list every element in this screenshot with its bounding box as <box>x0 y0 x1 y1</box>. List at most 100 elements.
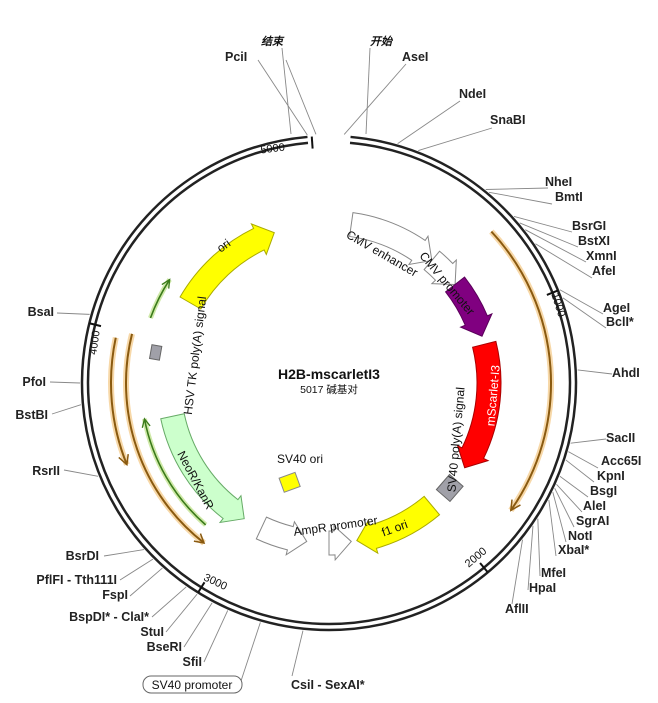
site-label[interactable]: PciI <box>225 50 247 64</box>
site-leader-29 <box>63 469 99 477</box>
site-label[interactable]: NdeI <box>459 87 486 101</box>
site-label[interactable]: BspDI* - ClaI* <box>69 610 149 624</box>
site-leader-23 <box>291 630 304 677</box>
site-label[interactable]: RsrII <box>32 464 60 478</box>
site-leader-32 <box>129 567 163 597</box>
site-leader-16 <box>556 483 583 513</box>
orf-left-outer <box>110 337 128 466</box>
site-leader-37 <box>239 622 261 685</box>
site-leader-7 <box>525 229 587 263</box>
site-leader-3 <box>485 187 549 190</box>
tick-label-5000: 5000 <box>260 142 286 157</box>
site-label[interactable]: XbaI* <box>558 543 589 557</box>
site-label[interactable]: NotI <box>568 529 592 543</box>
site-label[interactable]: AflII <box>505 602 529 616</box>
tick-4000 <box>89 322 102 328</box>
site-label[interactable]: Acc65I <box>601 454 641 468</box>
orf-right-head <box>509 499 521 512</box>
site-leader-9 <box>559 289 604 315</box>
neor-arrow <box>160 413 245 524</box>
site-labels-left: PciI BsaI PfoI BstBI RsrII BsrDI PflFI -… <box>15 50 247 669</box>
site-leader-8 <box>535 243 593 279</box>
site-leader-27 <box>49 381 81 384</box>
mscarlet-label: mScarlet-I3 <box>483 364 502 427</box>
site-leader-25 <box>285 59 317 135</box>
site-label[interactable]: BstXI <box>578 234 610 248</box>
site-leader-17 <box>554 488 575 528</box>
hsv-polya-box <box>148 344 163 361</box>
ori-arrow <box>179 222 275 310</box>
site-leader-30 <box>103 549 145 557</box>
site-label[interactable]: BsrDI <box>66 549 99 563</box>
site-leader-31 <box>119 558 154 581</box>
site-leader-21 <box>527 525 534 591</box>
site-label[interactable]: BstBI <box>15 408 48 422</box>
site-leader-4 <box>488 191 553 205</box>
tick-5000 <box>310 136 314 149</box>
tick-label-4000: 4000 <box>87 330 102 356</box>
site-leader-28 <box>51 404 82 415</box>
site-label[interactable]: StuI <box>140 625 164 639</box>
orf-left-outer-head <box>118 454 129 467</box>
feature-layer <box>108 212 554 562</box>
site-label[interactable]: BclI* <box>606 315 634 329</box>
site-leader-36 <box>203 610 229 663</box>
site-leader-33 <box>151 586 187 618</box>
site-labels-right: AseI NdeI SnaBI NheI BmtI BsrGI BstXI Xm… <box>402 50 641 616</box>
site-label[interactable]: SgrAI <box>576 514 609 528</box>
site-label[interactable]: AgeI <box>603 301 630 315</box>
site-leader-24 <box>257 59 308 136</box>
site-leader-10 <box>562 297 607 329</box>
start-label: 开始 <box>370 35 394 48</box>
site-leader-18 <box>552 492 567 543</box>
site-label[interactable]: PfoI <box>22 375 46 389</box>
site-label[interactable]: SacII <box>606 431 635 445</box>
h2b-arrow <box>444 276 493 337</box>
site-label[interactable]: BsgI <box>590 484 617 498</box>
site-label[interactable]: BsrGI <box>572 219 606 233</box>
site-leader-15 <box>559 475 589 498</box>
hsv-polya-label: HSV TK poly(A) signal <box>181 296 209 416</box>
site-label[interactable]: NheI <box>545 175 572 189</box>
tick-2000 <box>479 562 489 573</box>
site-leader-34 <box>165 593 198 633</box>
site-leader-13 <box>568 451 599 469</box>
backbone-inner-ring <box>86 141 572 626</box>
end-label: 结束 <box>261 35 285 48</box>
site-leader-22 <box>511 539 523 605</box>
site-label[interactable]: BsaI <box>28 305 54 319</box>
ori-label: ori <box>214 236 233 255</box>
site-label[interactable]: SfiI <box>183 655 202 669</box>
site-label[interactable]: KpnI <box>597 469 625 483</box>
site-leader-20 <box>537 518 541 577</box>
site-label[interactable]: SnaBI <box>490 113 525 127</box>
site-leader-19 <box>548 499 557 557</box>
site-label[interactable]: AseI <box>402 50 428 64</box>
site-label[interactable]: BseRI <box>147 640 182 654</box>
site-label[interactable]: BmtI <box>555 190 583 204</box>
start-leader <box>365 47 371 135</box>
tick-3000 <box>197 581 206 593</box>
site-label[interactable]: PflFI - Tth111I <box>36 573 117 587</box>
site-label[interactable]: FspI <box>102 588 128 602</box>
end-leader <box>281 47 292 135</box>
site-leader-6 <box>519 222 579 248</box>
tick-1000 <box>546 289 559 296</box>
sv40-polya-label: SV40 poly(A) signal <box>444 387 467 493</box>
site-label[interactable]: XmnI <box>586 249 617 263</box>
site-leader-35 <box>183 602 213 648</box>
f1-ori-arrow <box>356 495 441 555</box>
site-label[interactable]: AfeI <box>592 264 616 278</box>
site-label[interactable]: MfeI <box>541 566 566 580</box>
site-leader-11 <box>577 369 613 375</box>
cmv-promoter-arrow <box>423 250 457 286</box>
site-label[interactable]: AleI <box>583 499 606 513</box>
site-label[interactable]: AhdI <box>612 366 640 380</box>
plasmid-backbone <box>80 135 578 632</box>
site-leader-1 <box>397 100 461 145</box>
green-orf-1 <box>143 418 207 526</box>
site-leader-26 <box>56 312 90 315</box>
ampr-promoter-arrow <box>255 516 308 556</box>
site-label[interactable]: CsiI - SexAI* <box>291 678 365 692</box>
site-label[interactable]: HpaI <box>529 581 556 595</box>
